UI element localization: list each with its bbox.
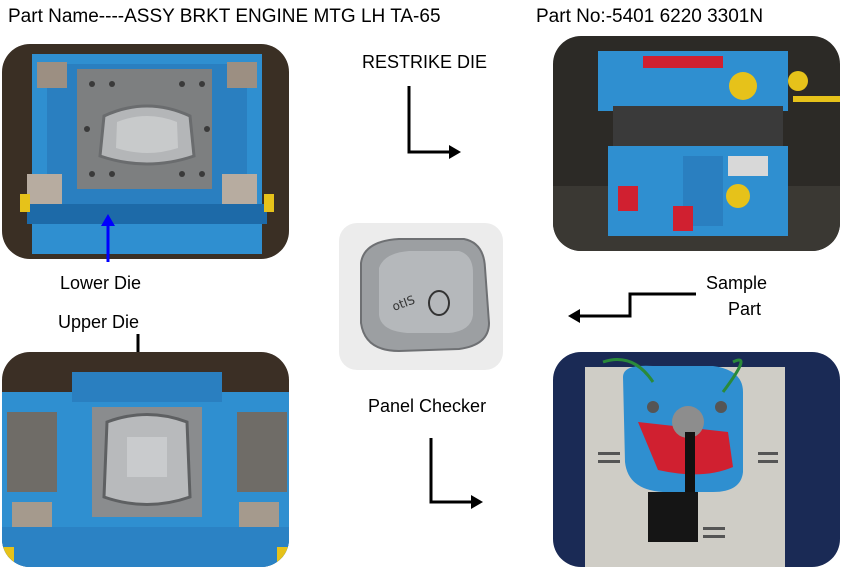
lower-die-pointer-arrow [98,214,118,264]
upper-die-label: Upper Die [58,312,140,332]
restrike-die-arrow [405,86,465,162]
sample-label-line1: Sample [706,273,768,293]
upper-die-photo [2,352,289,567]
lower-die-label: Lower Die [60,273,142,293]
part-number: Part No:-5401 6220 3301N [536,6,764,27]
panel-checker-arrow [427,438,487,514]
panel-checker-photo [553,352,840,567]
restrike-die-label: RESTRIKE DIE [362,52,488,72]
sample-part-photo: otIS [339,223,503,370]
part-name-title: Part Name----ASSY BRKT ENGINE MTG LH TA-… [8,6,441,27]
restrike-die-photo [553,36,840,251]
sample-part-arrow [566,292,698,328]
panel-checker-label: Panel Checker [368,396,487,416]
sample-label-line2: Part [728,299,762,319]
lower-die-photo [2,44,289,259]
